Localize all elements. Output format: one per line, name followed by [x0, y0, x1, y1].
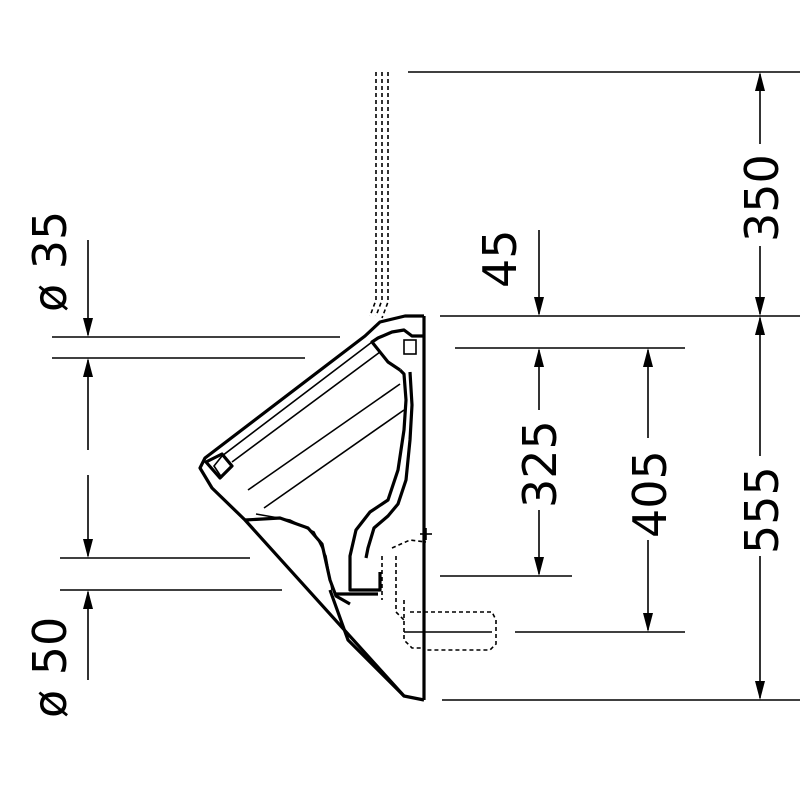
- dim-45-label: 45: [473, 229, 527, 288]
- inlet-pipe-dashed: [369, 72, 389, 319]
- dim-325-label: 325: [513, 420, 567, 508]
- dia-35-label: ø 35: [23, 211, 77, 312]
- dim-inlet-diameter: [52, 240, 340, 450]
- dim-350-label: 350: [735, 154, 789, 242]
- dim-45: [440, 230, 800, 410]
- dim-405: [515, 348, 685, 633]
- dim-350: [408, 71, 800, 316]
- dim-555: [442, 316, 800, 701]
- dim-325: [440, 510, 572, 577]
- dim-outlet-diameter: [60, 475, 282, 680]
- dia-50-label: ø 50: [23, 617, 77, 718]
- dim-555-label: 555: [735, 466, 789, 554]
- dim-405-label: 405: [623, 450, 677, 538]
- outlet-fitting: [381, 528, 497, 651]
- urinal-body: [198, 314, 426, 702]
